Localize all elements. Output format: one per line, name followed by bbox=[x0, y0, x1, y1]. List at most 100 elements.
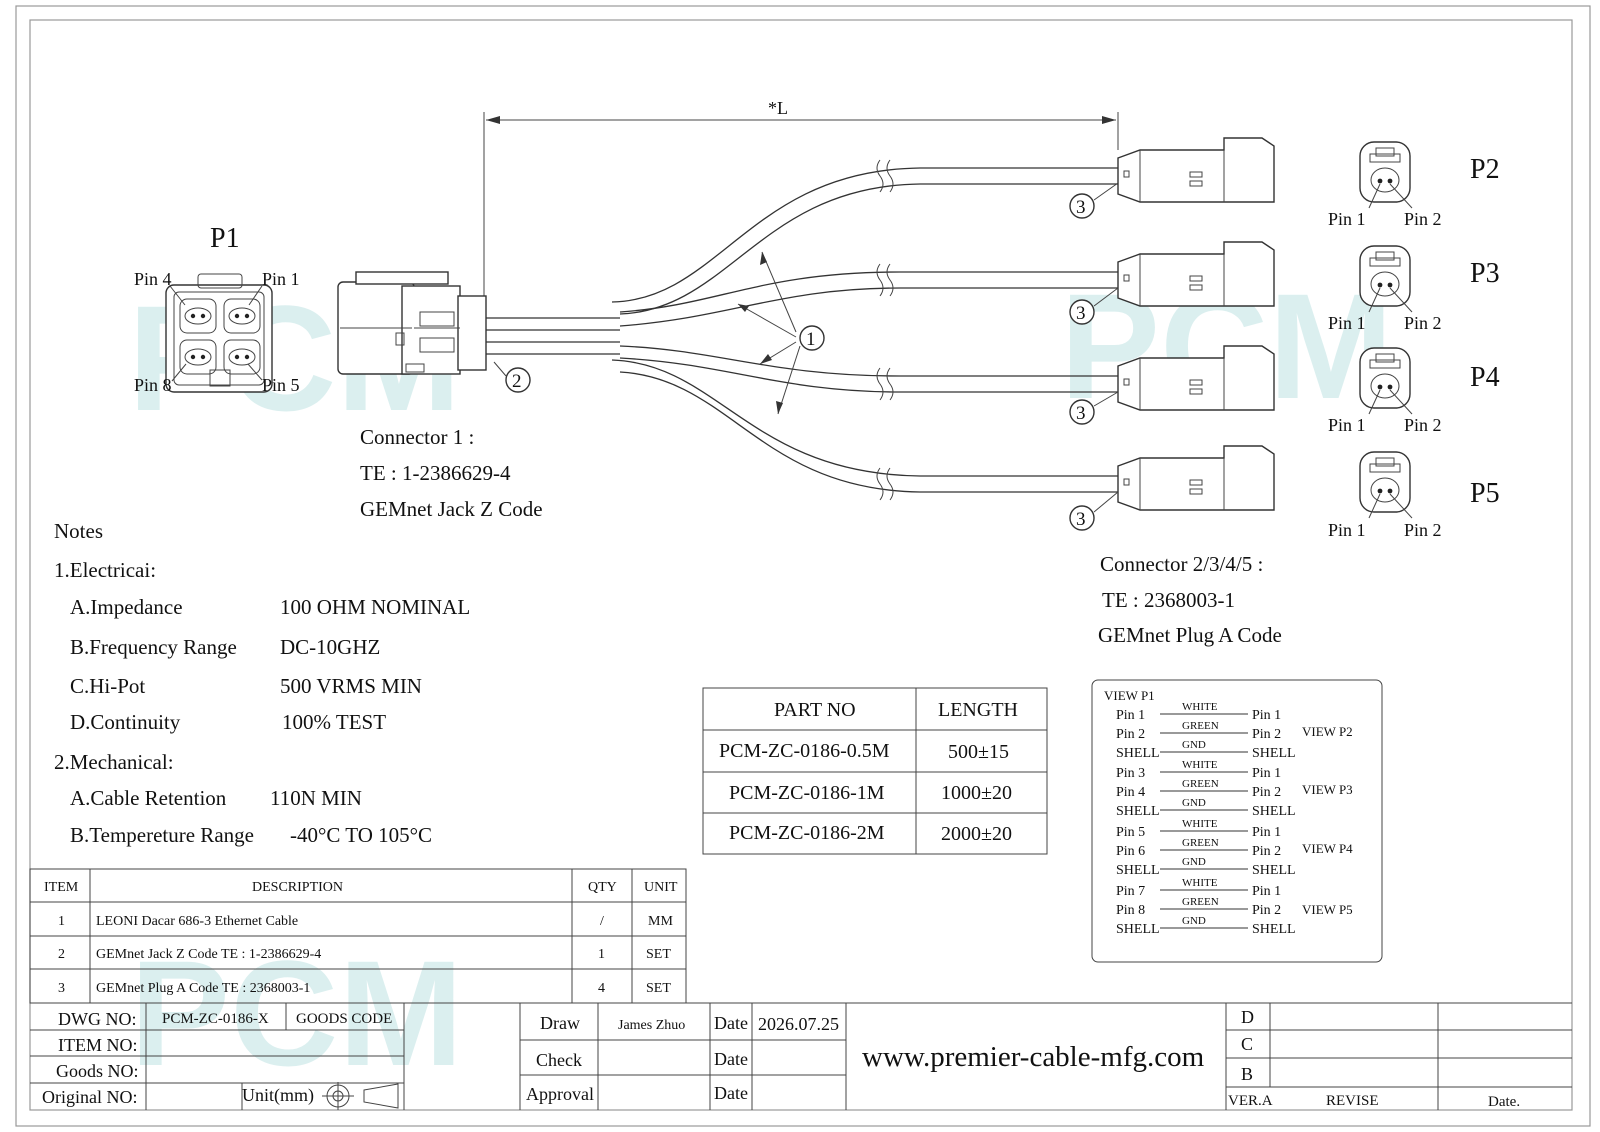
revision-date-label: Date. bbox=[1488, 1094, 1520, 1110]
wiring-left-pin: Pin 1 bbox=[1116, 708, 1145, 723]
wiring-title: VIEW P1 bbox=[1104, 688, 1155, 703]
part-table-cell: PCM-ZC-0186-0.5M bbox=[719, 740, 890, 762]
inner-border bbox=[29, 19, 1573, 1111]
dwg-value: PCM-ZC-0186-X bbox=[162, 1011, 269, 1027]
bom-cell: SET bbox=[646, 981, 671, 996]
balloon-3-number: 3 bbox=[1076, 509, 1086, 530]
approval-label: Approval bbox=[526, 1084, 594, 1104]
connector-2-line: GEMnet Plug A Code bbox=[1098, 623, 1282, 647]
wiring-right-pin: Pin 2 bbox=[1252, 785, 1281, 800]
connector-2-description: Connector 2/3/4/5 : TE : 2368003-1 GEMne… bbox=[1098, 552, 1282, 647]
bom-cell: GEMnet Plug A Code TE : 2368003-1 bbox=[96, 981, 310, 996]
plug-label: P2 bbox=[1470, 154, 1500, 185]
wiring-left-pin: Pin 4 bbox=[1116, 785, 1145, 800]
projection-symbol-icon bbox=[322, 1082, 399, 1110]
wiring-view-label: VIEW P4 bbox=[1302, 841, 1353, 856]
connector-1-line: Connector 1 : bbox=[360, 425, 474, 449]
part-table-cell: 1000±20 bbox=[941, 782, 1012, 804]
plug-label: P4 bbox=[1470, 362, 1500, 393]
length-dimension: *L bbox=[483, 98, 1119, 296]
wiring-left-pin: Pin 2 bbox=[1116, 727, 1145, 742]
plug-connector-p4: 3 bbox=[1069, 345, 1275, 425]
wiring-right-pin: Pin 1 bbox=[1252, 825, 1281, 840]
note-value: 500 VRMS MIN bbox=[280, 674, 422, 698]
connector-2-line: TE : 2368003-1 bbox=[1102, 588, 1235, 612]
bom-cell: / bbox=[600, 914, 604, 929]
plug-pin-label: Pin 1 bbox=[1328, 313, 1366, 333]
draw-date-label: Date bbox=[714, 1013, 748, 1033]
balloon-2-number: 2 bbox=[512, 371, 522, 392]
connector-1-line: TE : 1-2386629-4 bbox=[360, 461, 511, 485]
plug-connector-p3: 3 bbox=[1069, 241, 1275, 325]
goods-code-label: GOODS CODE bbox=[296, 1011, 392, 1027]
part-number-table: PART NO LENGTH PCM-ZC-0186-0.5M 500±15 P… bbox=[702, 687, 1048, 855]
p1-front-view: P1 Pin 4 Pin 1 Pin 8 Pin 5 bbox=[134, 223, 300, 395]
bom-cell: SET bbox=[646, 947, 671, 962]
plug-connector-p2: 3 bbox=[1069, 137, 1275, 219]
wire-color: GND bbox=[1182, 856, 1206, 868]
wiring-view-label: VIEW P2 bbox=[1302, 724, 1353, 739]
p1-pin-label: Pin 8 bbox=[134, 375, 172, 395]
note-value: 100 OHM NOMINAL bbox=[280, 595, 470, 619]
part-table-header: PART NO bbox=[774, 699, 856, 721]
note-value: -40°C TO 105°C bbox=[290, 823, 432, 847]
plug-front-view-p5: P5 Pin 1 Pin 2 bbox=[1328, 451, 1500, 540]
balloon-1-callout: 1 bbox=[737, 251, 825, 415]
wiring-left-pin: Pin 7 bbox=[1116, 884, 1145, 899]
wiring-left-pin: Pin 5 bbox=[1116, 825, 1145, 840]
bom-cell: 4 bbox=[598, 981, 605, 996]
note-label: A.Cable Retention bbox=[70, 786, 227, 810]
version-label: VER.A bbox=[1228, 1093, 1273, 1109]
revision-letter: D bbox=[1241, 1007, 1254, 1027]
wire-color: GND bbox=[1182, 739, 1206, 751]
wiring-right-pin: SHELL bbox=[1252, 922, 1296, 937]
part-table-cell: PCM-ZC-0186-1M bbox=[729, 782, 885, 804]
wiring-left-pin: SHELL bbox=[1116, 863, 1160, 878]
connector-1-line: GEMnet Jack Z Code bbox=[360, 497, 543, 521]
item-no-label: ITEM NO: bbox=[58, 1035, 138, 1055]
plug-front-view-p3: P3 Pin 1 Pin 2 bbox=[1328, 245, 1500, 333]
part-table-cell: PCM-ZC-0186-2M bbox=[729, 822, 885, 844]
wiring-right-pin: SHELL bbox=[1252, 804, 1296, 819]
wire-color: GND bbox=[1182, 797, 1206, 809]
title-block: DWG NO: PCM-ZC-0186-X GOODS CODE ITEM NO… bbox=[30, 1002, 1572, 1110]
balloon-1-number: 1 bbox=[806, 329, 816, 350]
wiring-left-pin: Pin 3 bbox=[1116, 766, 1145, 781]
note-value: 110N MIN bbox=[270, 786, 362, 810]
dwg-label: DWG NO: bbox=[58, 1009, 137, 1029]
bom-cell: LEONI Dacar 686-3 Ethernet Cable bbox=[96, 914, 298, 929]
bom-header: DESCRIPTION bbox=[252, 880, 343, 895]
wire-color: GREEN bbox=[1182, 778, 1219, 790]
plug-pin-label: Pin 2 bbox=[1404, 209, 1442, 229]
bom-cell: GEMnet Jack Z Code TE : 1-2386629-4 bbox=[96, 947, 321, 962]
wire-color: WHITE bbox=[1182, 701, 1218, 713]
note-label: D.Continuity bbox=[70, 710, 181, 734]
revision-letter: B bbox=[1241, 1064, 1253, 1084]
balloon-3-number: 3 bbox=[1076, 303, 1086, 324]
wiring-view-label: VIEW P5 bbox=[1302, 902, 1353, 917]
bom-cell: 3 bbox=[58, 981, 65, 996]
wiring-right-pin: Pin 1 bbox=[1252, 884, 1281, 899]
bom-table: ITEM DESCRIPTION QTY UNIT 1 LEONI Dacar … bbox=[29, 868, 687, 1004]
bom-cell: 2 bbox=[58, 947, 65, 962]
original-no-label: Original NO: bbox=[42, 1087, 137, 1107]
plug-pin-label: Pin 1 bbox=[1328, 415, 1366, 435]
watermark: PCM bbox=[130, 929, 463, 1097]
wiring-right-pin: Pin 2 bbox=[1252, 727, 1281, 742]
p1-pin-label: Pin 1 bbox=[262, 269, 300, 289]
wire-color: GND bbox=[1182, 915, 1206, 927]
part-table-cell: 500±15 bbox=[948, 741, 1009, 763]
wire-color: GREEN bbox=[1182, 720, 1219, 732]
wiring-right-pin: Pin 2 bbox=[1252, 844, 1281, 859]
bom-header: UNIT bbox=[644, 880, 678, 895]
plug-label: P5 bbox=[1470, 478, 1500, 509]
outer-border bbox=[15, 5, 1591, 1127]
note-value: 100% TEST bbox=[282, 710, 386, 734]
wire-color: WHITE bbox=[1182, 818, 1218, 830]
notes-mechanical-heading: 2.Mechanical: bbox=[54, 750, 174, 774]
p1-pin-label: Pin 4 bbox=[134, 269, 172, 289]
bom-cell: 1 bbox=[58, 914, 65, 929]
wiring-right-pin: SHELL bbox=[1252, 746, 1296, 761]
wire-color: GREEN bbox=[1182, 837, 1219, 849]
